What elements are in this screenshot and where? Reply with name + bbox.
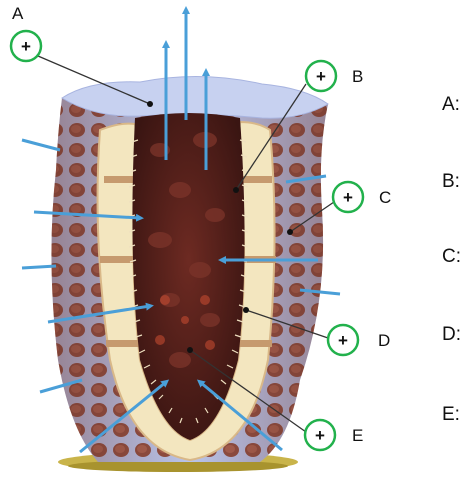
callout-a[interactable]: A + <box>11 4 41 61</box>
callout-c-plus-icon: + <box>343 188 353 207</box>
answer-label-c: C: <box>442 246 461 268</box>
callout-e-plus-icon: + <box>315 426 325 445</box>
callout-e[interactable]: + E <box>305 420 363 450</box>
answer-label-e: E: <box>442 404 460 426</box>
callout-b-plus-icon: + <box>316 67 326 86</box>
callout-a-letter: A <box>12 4 24 23</box>
callout-a-plus-icon: + <box>21 37 31 56</box>
inflow-arrow-left-1 <box>22 140 60 150</box>
callout-c-letter: C <box>379 188 391 207</box>
callout-e-letter: E <box>352 426 363 445</box>
answer-label-b: B: <box>442 171 460 193</box>
callout-d-plus-icon: + <box>338 331 348 350</box>
answer-label-a: A: <box>442 94 460 116</box>
callout-c[interactable]: + C <box>333 182 391 212</box>
callout-b[interactable]: + B <box>306 61 363 91</box>
callout-b-letter: B <box>352 67 363 86</box>
inflow-arrow-left-3 <box>22 266 56 268</box>
callout-d[interactable]: + D <box>328 325 390 355</box>
answer-label-d: D: <box>442 324 461 346</box>
callout-d-letter: D <box>378 331 390 350</box>
